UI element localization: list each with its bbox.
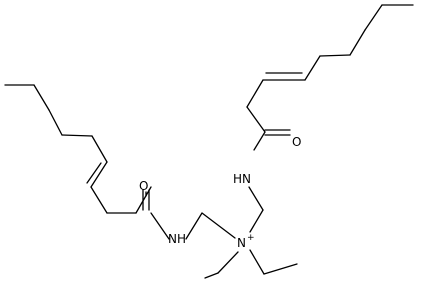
bond bbox=[201, 212, 236, 239]
bond bbox=[204, 272, 219, 279]
bond bbox=[249, 249, 265, 275]
bond bbox=[248, 186, 264, 211]
bond bbox=[91, 135, 108, 163]
bond bbox=[246, 106, 266, 133]
upper-alkyl-chain bbox=[246, 4, 414, 133]
bond bbox=[61, 134, 93, 137]
bond bbox=[217, 251, 239, 274]
amide-nh-label-upper: HN bbox=[233, 172, 251, 186]
amide-nh-label-lower: NH bbox=[168, 232, 186, 246]
bond bbox=[90, 186, 108, 214]
double-bond-inner bbox=[86, 162, 102, 184]
bond bbox=[246, 79, 264, 108]
bond bbox=[304, 55, 321, 81]
bond bbox=[249, 209, 264, 233]
lower-alkyl-chain bbox=[4, 84, 152, 214]
bond bbox=[185, 212, 203, 240]
bond bbox=[263, 263, 298, 275]
bond bbox=[319, 54, 351, 57]
positive-charge-label: + bbox=[247, 233, 255, 243]
quaternary-nitrogen-label: N bbox=[237, 236, 246, 250]
oxygen-label-lower: O bbox=[139, 179, 148, 193]
bond bbox=[90, 161, 108, 188]
oxygen-label-upper: O bbox=[292, 135, 301, 149]
lower-amide bbox=[142, 189, 236, 240]
bond bbox=[364, 4, 383, 31]
ammonium-center bbox=[204, 209, 298, 279]
bond bbox=[150, 212, 170, 240]
bond bbox=[33, 84, 50, 111]
bond bbox=[253, 131, 266, 151]
bond bbox=[349, 29, 366, 56]
upper-amide bbox=[248, 129, 291, 211]
bond bbox=[48, 109, 63, 136]
